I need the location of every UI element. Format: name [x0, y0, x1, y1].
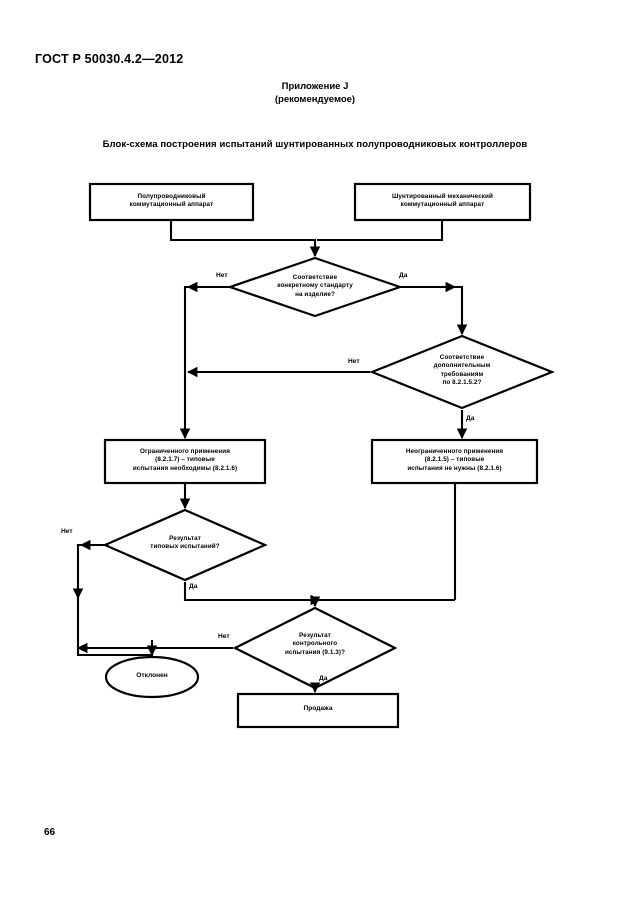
node-start-left: [88, 182, 255, 222]
edge-standard-yes: [402, 285, 468, 336]
standard-header: ГОСТ Р 50030.4.2—2012: [35, 52, 184, 66]
annex-title: Приложение J: [281, 81, 349, 92]
node-process-limited: [103, 438, 267, 485]
edge-label-type-test-no: Нет: [61, 528, 73, 535]
edge-start-left-to-decision: [169, 220, 321, 258]
edge-label-standard-yes: Да: [399, 272, 408, 279]
edge-label-control-test-yes: Да: [319, 675, 328, 682]
edge-label-additional-no: Нет: [348, 358, 360, 365]
edge-start-right-to-decision: [317, 220, 444, 242]
node-decision-type-test: [102, 508, 268, 582]
label-terminator-rejected: Отклонен: [136, 672, 168, 679]
edge-standard-no: [179, 285, 228, 440]
node-terminator-sale: [236, 692, 400, 729]
edge-type-test-yes: [183, 582, 420, 602]
figure-title: Блок-схема построения испытаний шунтиров…: [102, 139, 528, 150]
edge-to-control-test: [309, 596, 455, 608]
node-decision-control-test: [232, 606, 398, 690]
node-decision-additional: [369, 334, 555, 410]
node-start-right: [353, 182, 532, 222]
edge-label-additional-yes: Да: [466, 415, 475, 422]
page-number: 66: [44, 827, 56, 838]
edge-label-standard-no: Нет: [216, 272, 228, 279]
node-process-unlimited: [370, 438, 539, 485]
node-decision-standard: [226, 256, 404, 318]
label-terminator-sale: Продажа: [303, 705, 333, 712]
annex-subtitle: (рекомендуемое): [274, 94, 356, 105]
edge-label-type-test-yes: Да: [189, 583, 198, 590]
node-terminator-rejected: [104, 655, 200, 699]
edge-label-control-test-no: Нет: [218, 633, 230, 640]
annex-heading: Приложение J (рекомендуемое): [0, 80, 630, 106]
